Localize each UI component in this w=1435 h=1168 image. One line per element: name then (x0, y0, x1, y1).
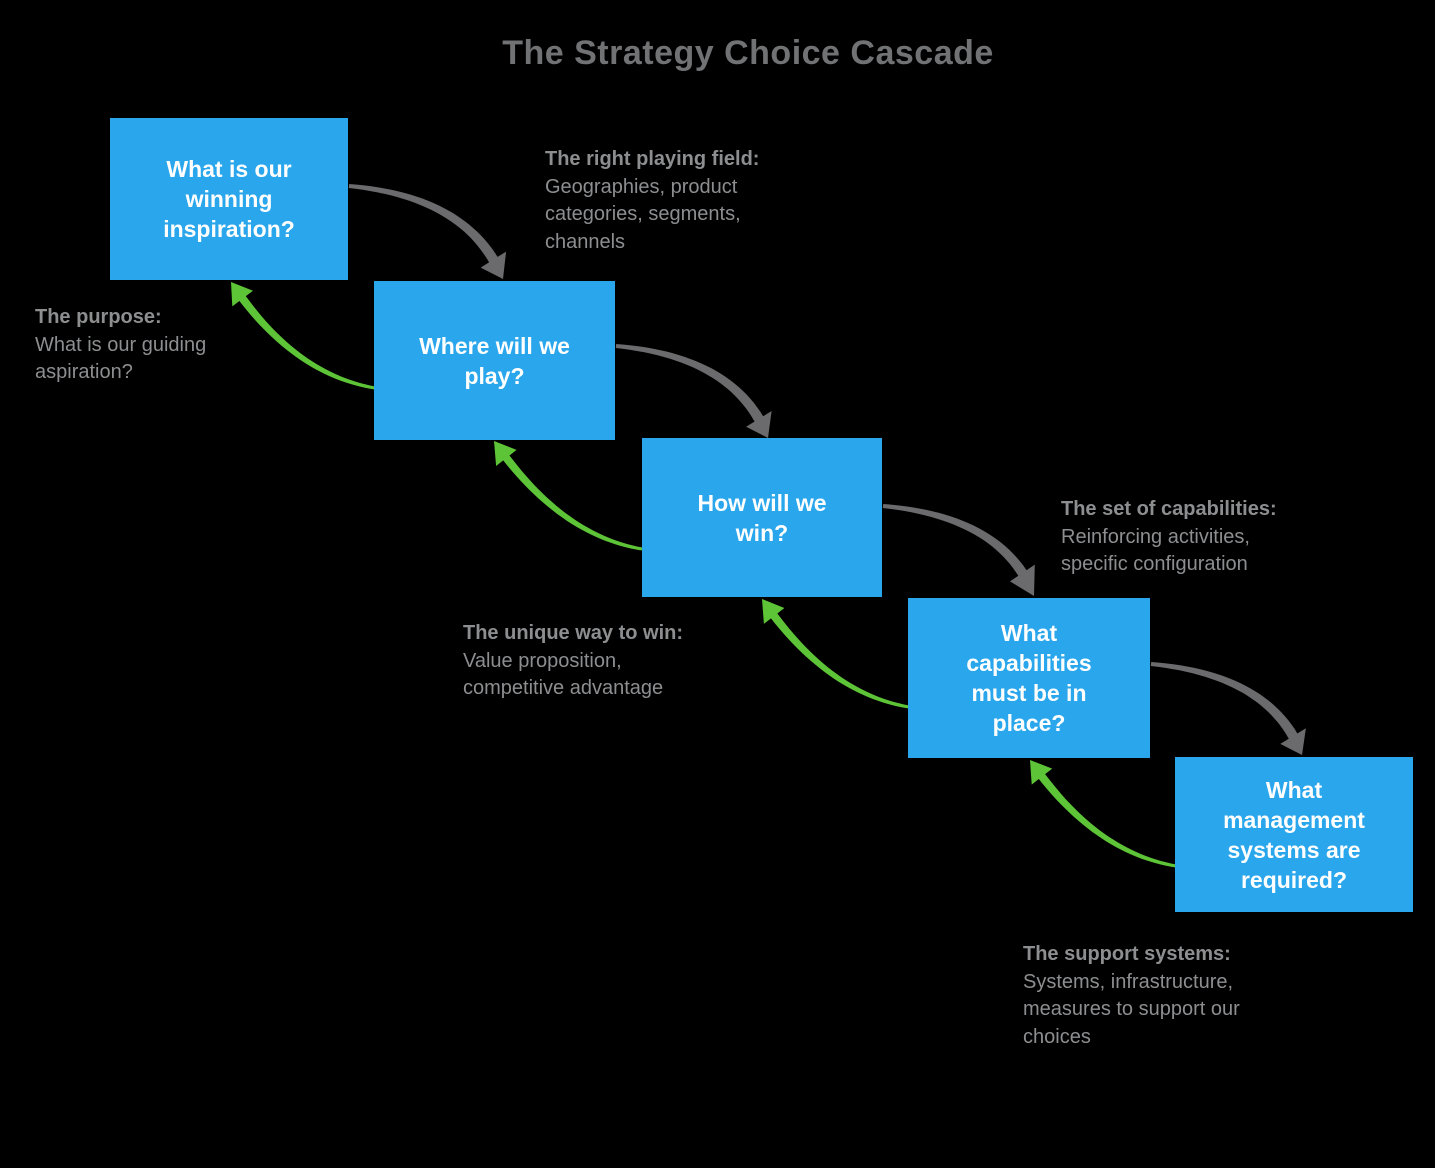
note-playing-field-body: Geographies, product categories, segment… (545, 175, 741, 253)
box-how-to-win-label: How will we win? (697, 489, 827, 546)
note-way-to-win: The unique way to win: Value proposition… (463, 620, 763, 703)
note-purpose-label: The purpose: (35, 306, 162, 328)
flow-arrow-2-icon (615, 344, 772, 438)
note-playing-field: The right playing field: Geographies, pr… (545, 146, 845, 256)
page-title: The Strategy Choice Cascade (502, 34, 994, 72)
note-way-to-win-label: The unique way to win: (463, 622, 683, 644)
box-capabilities: What capabilities must be in place? (908, 598, 1150, 758)
feedback-arrow-2-icon (494, 441, 643, 551)
note-purpose-body: What is our guiding aspiration? (35, 333, 207, 384)
note-support-systems-body: Systems, infrastructure, measures to sup… (1023, 970, 1240, 1048)
box-how-to-win: How will we win? (642, 438, 882, 597)
note-capabilities-set-label: The set of capabilities: (1061, 498, 1277, 520)
flow-arrow-3-icon (882, 504, 1035, 596)
box-winning-aspiration-label: What is our winning inspiration? (163, 156, 295, 242)
box-where-to-play-label: Where will we play? (419, 332, 570, 389)
feedback-arrow-3-icon (762, 599, 910, 709)
box-winning-aspiration: What is our winning inspiration? (110, 118, 348, 280)
note-way-to-win-body: Value proposition, competitive advantage (463, 649, 664, 700)
note-purpose: The purpose: What is our guiding aspirat… (35, 304, 295, 387)
note-capabilities-set: The set of capabilities: Reinforcing act… (1061, 496, 1381, 579)
box-management-systems: What management systems are required? (1175, 757, 1413, 912)
note-playing-field-label: The right playing field: (545, 148, 760, 170)
note-support-systems-label: The support systems: (1023, 943, 1231, 965)
feedback-arrow-4-icon (1030, 760, 1177, 868)
flow-arrow-4-icon (1150, 662, 1306, 755)
note-support-systems: The support systems: Systems, infrastruc… (1023, 941, 1343, 1051)
flow-arrow-1-icon (348, 184, 507, 279)
box-capabilities-label: What capabilities must be in place? (966, 620, 1092, 736)
box-management-systems-label: What management systems are required? (1223, 776, 1365, 893)
box-where-to-play: Where will we play? (374, 281, 615, 440)
note-capabilities-set-body: Reinforcing activities, specific configu… (1061, 525, 1250, 576)
